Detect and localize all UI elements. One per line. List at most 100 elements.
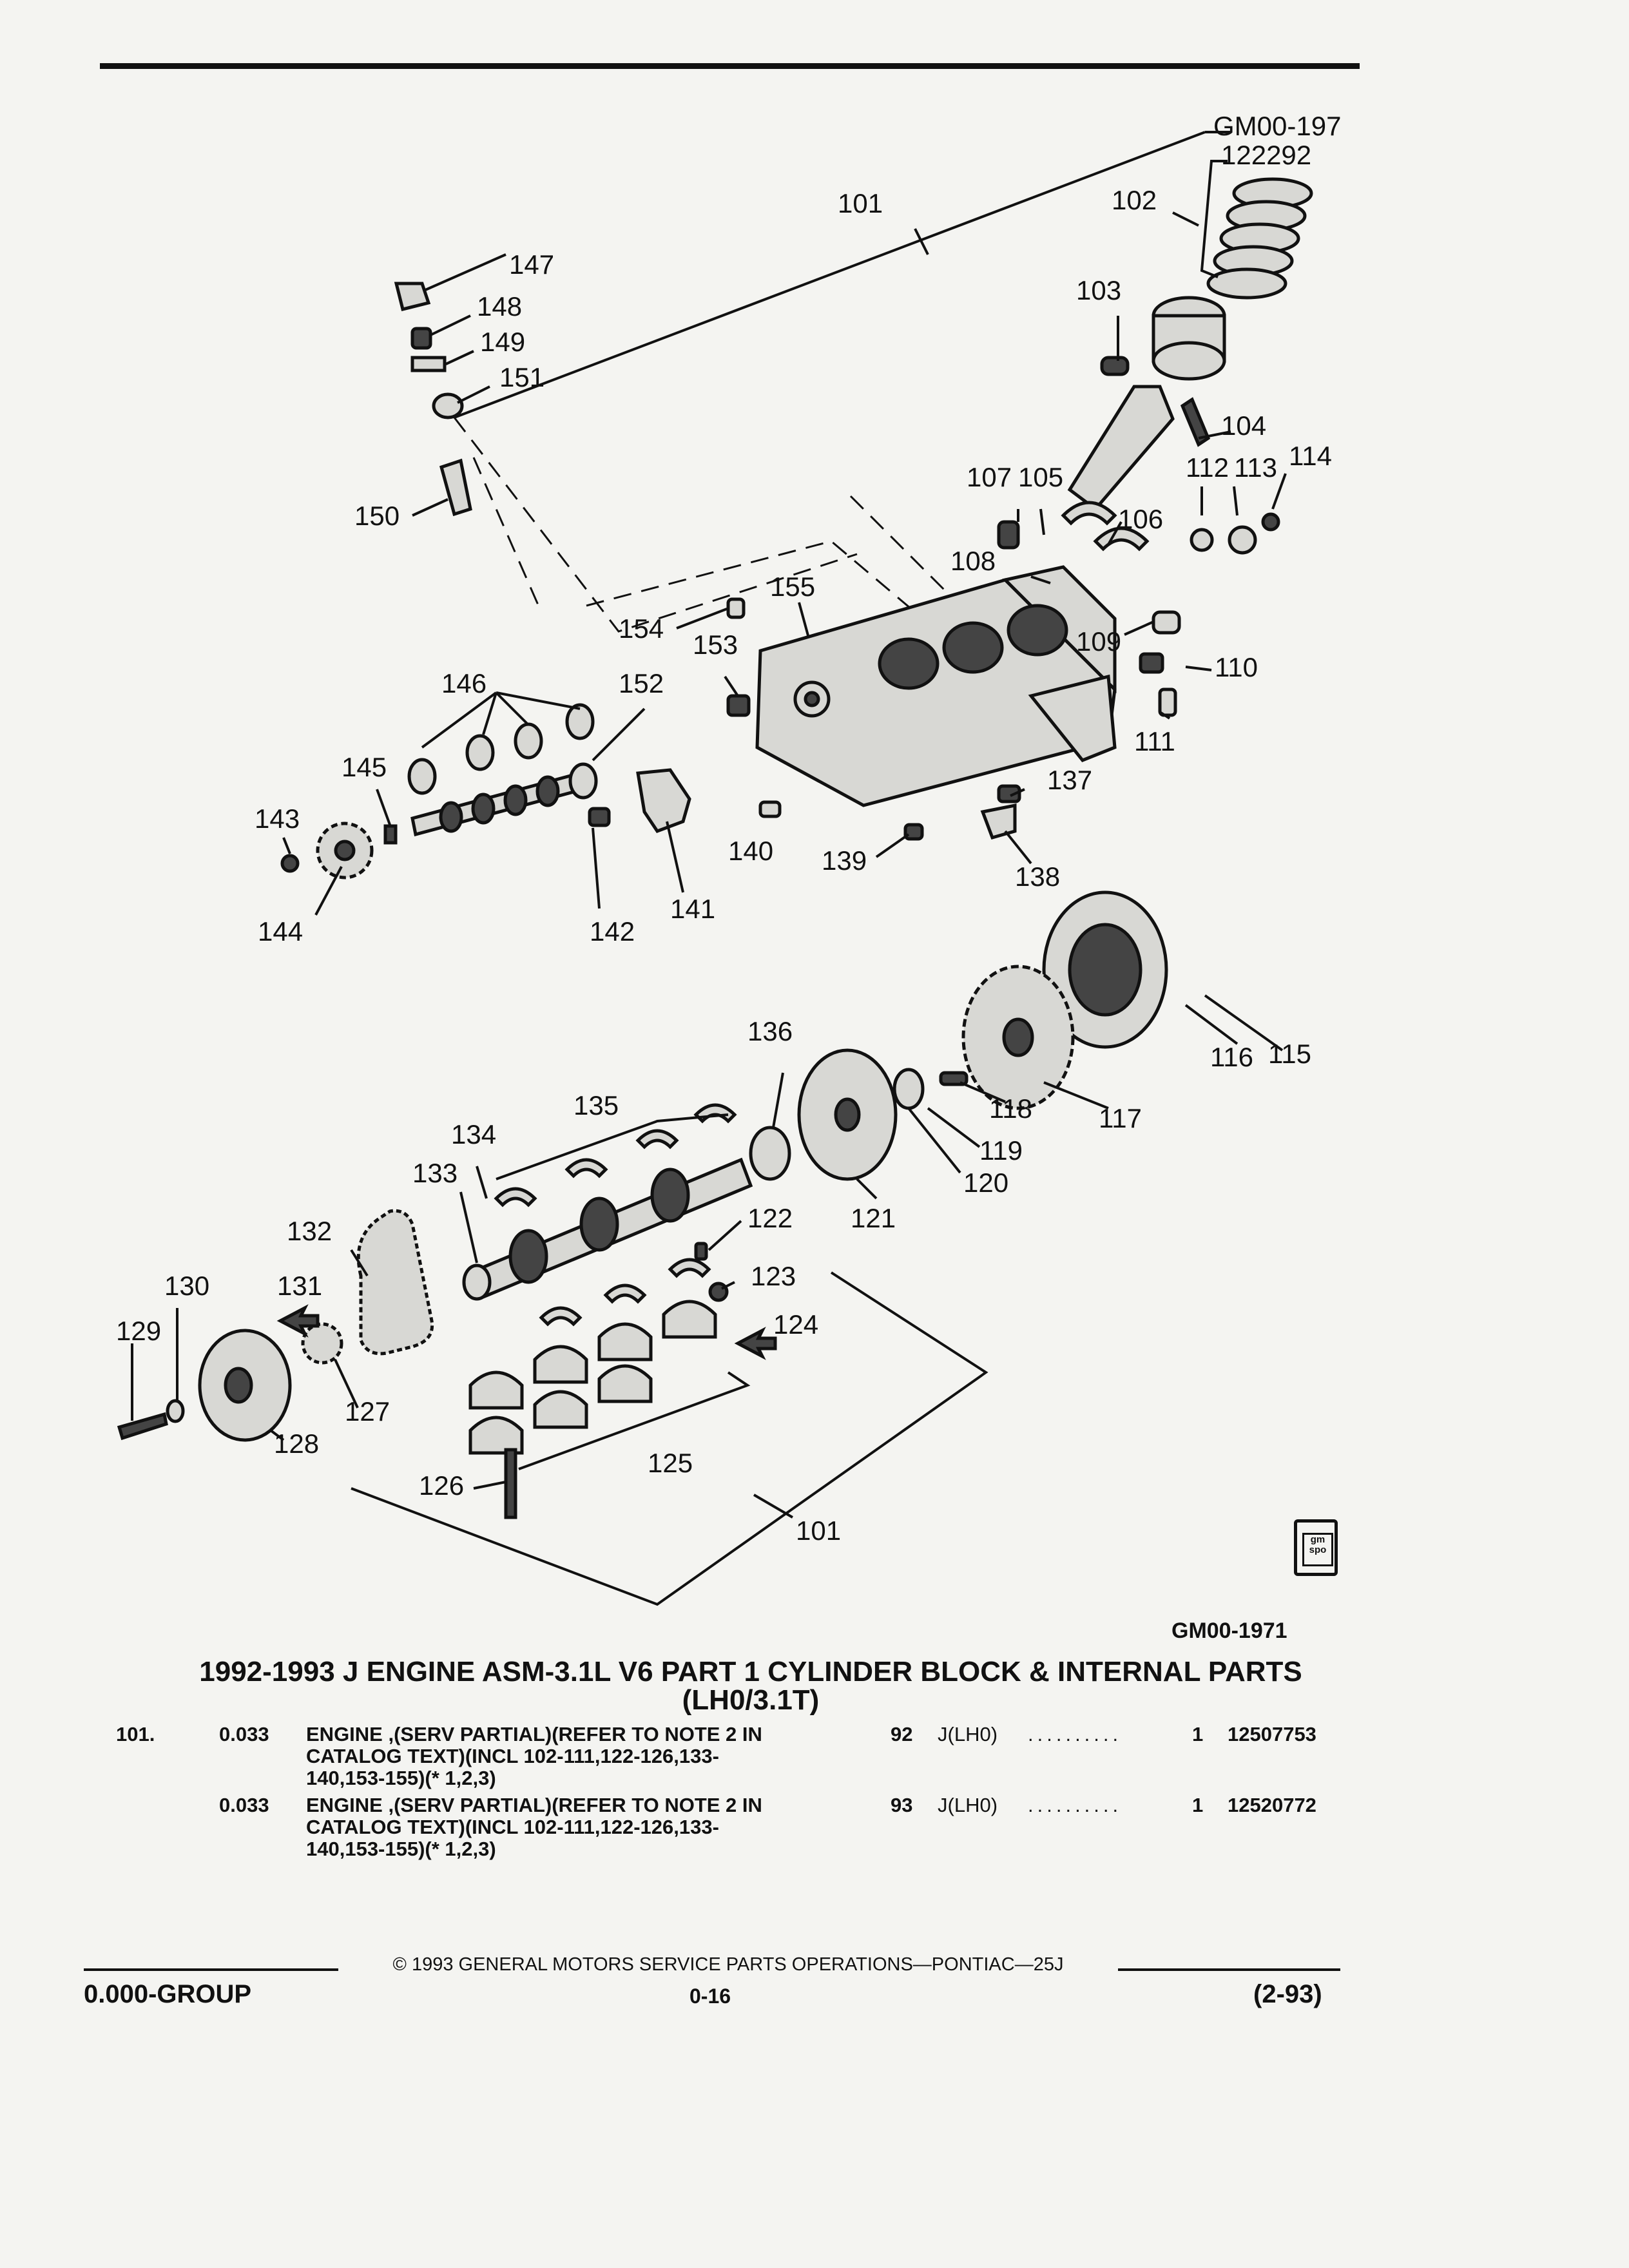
- exploded-parts-diagram: GM00-197 122292 101 102 103 104 105 106 …: [116, 111, 1341, 1606]
- arrow-left-icon: [276, 1304, 320, 1338]
- callout-141: 141: [670, 894, 715, 924]
- badge-text-top: gm: [1310, 1534, 1325, 1545]
- piston-rings-icon: [1206, 177, 1313, 300]
- callout-131: 131: [277, 1271, 322, 1301]
- badge-text-bottom: spo: [1309, 1544, 1327, 1555]
- leader-dots: ..........: [1028, 1723, 1123, 1745]
- callout-124: 124: [773, 1309, 818, 1340]
- callout-134: 134: [451, 1119, 496, 1149]
- callout-150-151: 151: [499, 362, 545, 392]
- callout-147: 147: [509, 249, 554, 280]
- model-year: 92: [891, 1723, 913, 1745]
- callout-144: 144: [258, 916, 303, 947]
- bearing-half-icon: [1061, 501, 1117, 526]
- callout-122: 122: [747, 1203, 793, 1233]
- group-label: 0.000-GROUP: [84, 1980, 252, 2008]
- callout-135: 135: [574, 1090, 619, 1120]
- plug-icon: [726, 694, 751, 717]
- pin-icon: [726, 597, 746, 619]
- harmonic-balancer-icon: [198, 1329, 292, 1442]
- callout-128: 128: [274, 1428, 319, 1459]
- washer-icon: [1190, 528, 1214, 552]
- callout-146: 146: [441, 668, 487, 698]
- callout-106: 106: [1118, 504, 1163, 534]
- bolt-icon: [504, 1448, 517, 1519]
- pin-icon: [694, 1242, 708, 1261]
- item-number: 101.: [116, 1723, 155, 1745]
- leader-line: [454, 131, 1206, 419]
- callout-117: 117: [1099, 1103, 1142, 1133]
- bolt-icon: [588, 807, 611, 827]
- main-caps-icon: [468, 1300, 717, 1455]
- callout-leaders: [131, 211, 1287, 1519]
- timing-chain-icon: [356, 1209, 434, 1356]
- callout-114: 114: [1289, 441, 1332, 471]
- callout-103: 103: [1076, 275, 1121, 305]
- callout-150: 150: [354, 501, 400, 531]
- quantity-count: 1: [1192, 1794, 1204, 1816]
- callout-155: 155: [770, 572, 815, 602]
- part-number: 12520772: [1228, 1794, 1316, 1816]
- plug-icon: [1152, 610, 1181, 635]
- callout-121: 121: [851, 1203, 896, 1233]
- washer-icon: [166, 1399, 185, 1423]
- lower-bearing-shells-icon: [539, 1258, 711, 1327]
- model-year: 93: [891, 1794, 913, 1816]
- rear-seal-icon: [749, 1126, 791, 1181]
- callout-126: 126: [419, 1470, 464, 1501]
- callout-154: 154: [619, 613, 664, 644]
- callout-130: 130: [164, 1271, 209, 1301]
- pin-icon: [1158, 687, 1177, 717]
- description-line: 140,153-155)(* 1,2,3): [306, 1767, 496, 1789]
- callout-123: 123: [751, 1261, 796, 1291]
- callout-102: 102: [1112, 185, 1157, 215]
- flywheel-icon: [797, 1048, 898, 1181]
- piston-icon: [1100, 296, 1226, 381]
- lower-group-outline: [351, 1271, 988, 1606]
- callout-120: 120: [963, 1168, 1008, 1198]
- page-subtitle: (LH0/3.1T): [682, 1684, 820, 1716]
- callout-140: 140: [728, 836, 773, 866]
- callout-108: 108: [950, 546, 996, 576]
- spacer-icon: [892, 1068, 925, 1110]
- callout-115: 115: [1268, 1039, 1311, 1069]
- callout-104: 104: [1221, 410, 1266, 441]
- callout-152: 152: [619, 668, 664, 698]
- bolt-icon: [1261, 512, 1280, 532]
- callout-111: 111: [1134, 726, 1175, 756]
- fitting-icon: [394, 282, 431, 312]
- footer-rule-right: [1118, 1968, 1340, 1971]
- callout-101: 101: [838, 188, 883, 218]
- callout-105: 105: [1018, 462, 1063, 492]
- fitting-icon: [410, 356, 447, 372]
- leader-line: [518, 1371, 751, 1470]
- cam-bearings-icon: [407, 703, 595, 795]
- part-number: 12507753: [1228, 1723, 1316, 1745]
- top-rule: [100, 63, 1360, 69]
- callout-143: 143: [255, 803, 300, 834]
- sensor-icon: [1228, 525, 1257, 555]
- key-icon: [383, 824, 398, 845]
- gm-spo-logo: gm spo: [1294, 1519, 1338, 1576]
- dowel-pin-icon: [997, 520, 1020, 550]
- cam-sprocket-icon: [280, 822, 374, 879]
- callout-142: 142: [590, 916, 635, 947]
- quantity: 0.033: [219, 1794, 269, 1816]
- bolt-icon: [939, 1071, 969, 1086]
- callout-107: 107: [967, 462, 1012, 492]
- dashed-group-line: [472, 457, 543, 613]
- callout-153: 153: [693, 629, 738, 660]
- plug-icon: [903, 823, 924, 841]
- model-code: J(LH0): [938, 1794, 998, 1816]
- pin-icon: [758, 800, 782, 818]
- arrow-left-icon: [734, 1327, 777, 1360]
- page-title: 1992-1993 J ENGINE ASM-3.1L V6 PART 1 CY…: [199, 1656, 1302, 1687]
- dashed-group-line: [586, 540, 916, 613]
- callout-127: 127: [345, 1396, 390, 1427]
- copyright-line: © 1993 GENERAL MOTORS SERVICE PARTS OPER…: [392, 1954, 1064, 1975]
- callout-113: 113: [1234, 452, 1277, 483]
- quantity: 0.033: [219, 1723, 269, 1745]
- seal-icon: [432, 392, 464, 419]
- stud-icon: [980, 803, 1017, 840]
- pressure-plate-icon: [1042, 890, 1168, 1049]
